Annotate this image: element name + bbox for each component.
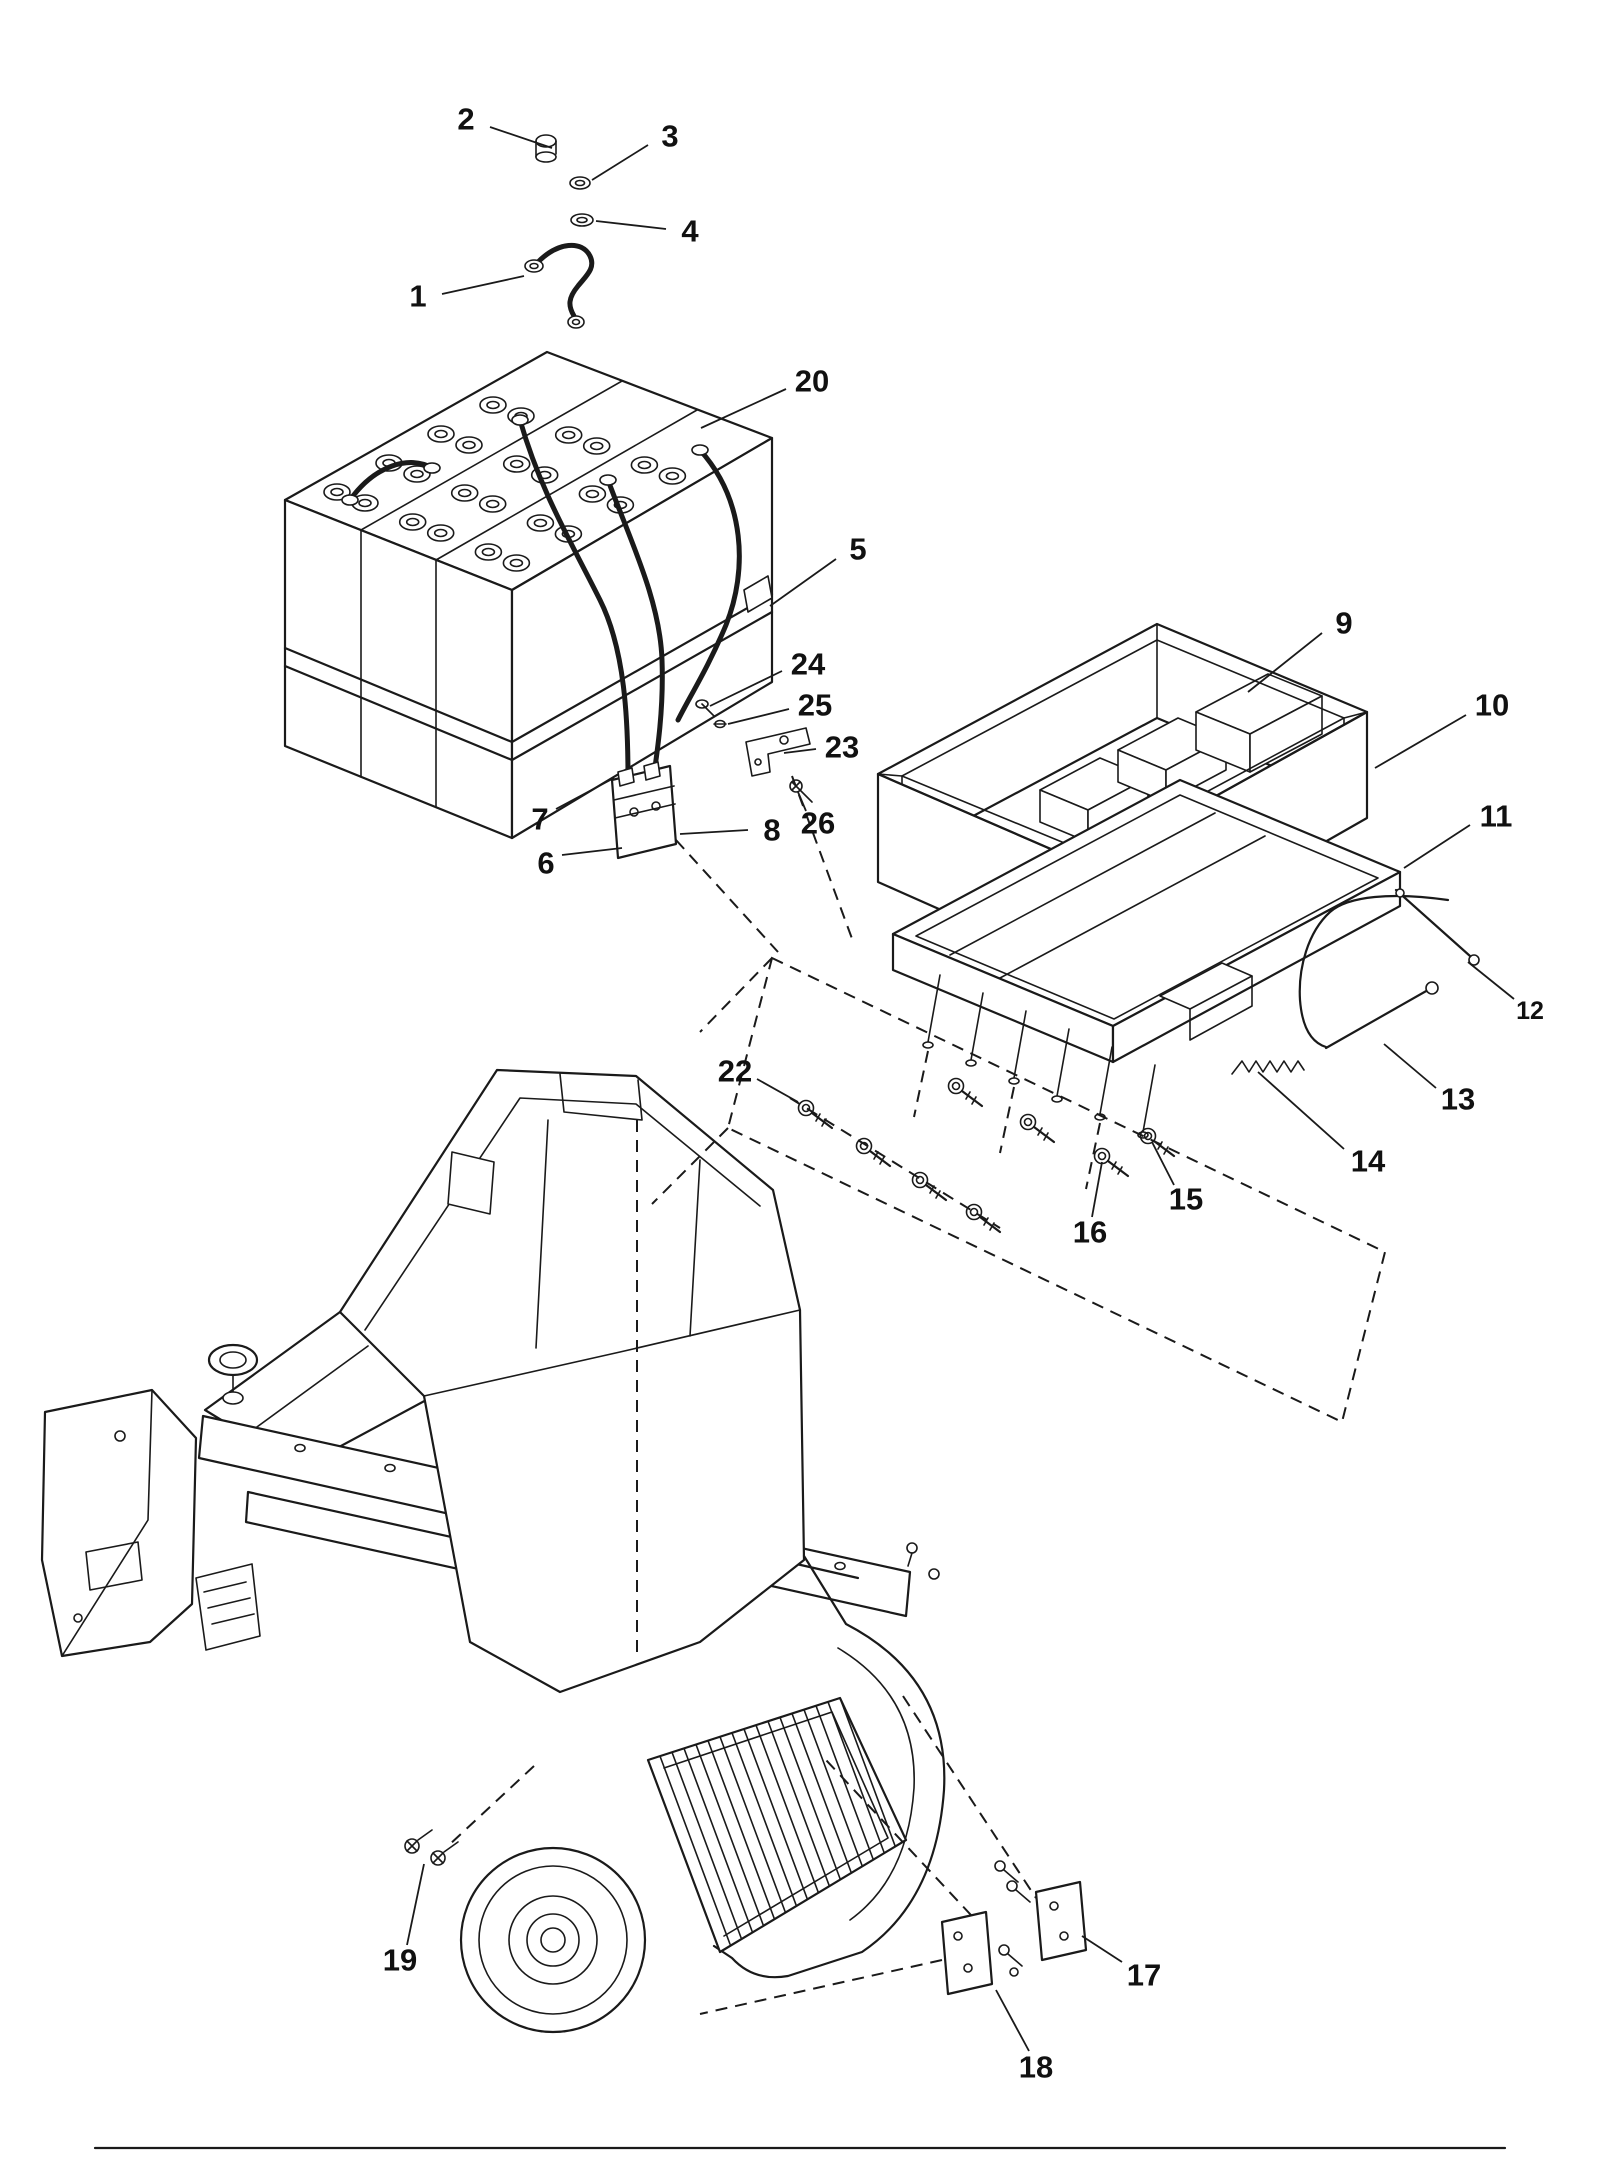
mounting-bolt — [911, 1171, 948, 1202]
mounting-bolt — [947, 1077, 984, 1108]
callout-5: 5 — [849, 532, 866, 567]
callout-leader-4 — [595, 220, 667, 230]
callout-20: 20 — [795, 364, 829, 399]
callout-9: 9 — [1335, 606, 1352, 641]
battery-connector — [610, 761, 678, 860]
mounting-bolt — [965, 1203, 1002, 1234]
callout-leader-24 — [709, 670, 783, 707]
callout-1: 1 — [409, 279, 426, 314]
connector-screws — [695, 699, 813, 803]
callout-19: 19 — [383, 1943, 417, 1978]
callout-7: 7 — [531, 802, 548, 837]
callout-leader-11 — [1403, 824, 1471, 869]
tray-handle — [1231, 888, 1480, 1075]
connector-alignment-dashes — [675, 775, 855, 953]
rear-tower — [338, 1068, 940, 1694]
callout-leader-13 — [1383, 1043, 1437, 1089]
tray-studs — [913, 974, 1156, 1190]
callout-13: 13 — [1441, 1082, 1475, 1117]
handle-rod — [1394, 888, 1480, 966]
mounting-bolt — [1019, 1113, 1056, 1144]
callout-leader-5 — [769, 558, 837, 607]
battery-pack — [283, 350, 774, 840]
mounting-bolts — [797, 1077, 1176, 1234]
battery-blocks — [1039, 673, 1323, 843]
left-frame-assembly — [40, 1388, 261, 1658]
caster-mount — [207, 1343, 259, 1405]
callout-leader-18 — [995, 1989, 1030, 2052]
bracket-17 — [994, 1860, 1088, 1962]
callout-4: 4 — [681, 214, 699, 249]
callout-leader-3 — [591, 144, 649, 181]
callout-leader-12 — [1467, 961, 1515, 1000]
mounting-bolt — [1139, 1127, 1176, 1158]
callout-8: 8 — [763, 813, 780, 848]
callout-23: 23 — [825, 730, 859, 765]
callout-leader-7 — [555, 777, 615, 810]
callout-16: 16 — [1073, 1215, 1107, 1250]
callout-leader-8 — [679, 829, 749, 835]
callout-leader-23 — [783, 748, 817, 754]
callout-leader-10 — [1374, 714, 1467, 769]
callout-22: 22 — [718, 1054, 752, 1089]
callout-24: 24 — [791, 647, 826, 682]
callout-leader-17 — [1081, 1935, 1123, 1963]
callout-leader-26 — [797, 791, 807, 812]
callout-leader-14 — [1257, 1071, 1345, 1150]
body-fender — [712, 1554, 946, 1979]
callout-leader-19 — [406, 1863, 425, 1946]
callout-leader-6 — [561, 847, 623, 856]
callout-12: 12 — [1516, 997, 1544, 1025]
callout-leader-22 — [756, 1078, 799, 1103]
mounting-brackets — [699, 1695, 1088, 2015]
mounting-bolt — [1093, 1147, 1130, 1178]
mounting-bolt — [797, 1099, 834, 1130]
mounting-bolt — [855, 1137, 892, 1168]
callout-17: 17 — [1127, 1958, 1161, 1993]
callout-15: 15 — [1169, 1182, 1203, 1217]
callout-26: 26 — [801, 806, 835, 841]
battery-assembly — [283, 134, 855, 953]
callout-14: 14 — [1351, 1144, 1386, 1179]
callout-6: 6 — [537, 846, 554, 881]
callout-leader-9 — [1247, 632, 1323, 693]
callout-3: 3 — [661, 119, 678, 154]
callout-18: 18 — [1019, 2050, 1053, 2085]
battery-cables — [341, 414, 742, 805]
terminal-hardware — [524, 134, 595, 329]
foot-platform — [646, 1696, 908, 1954]
callout-2: 2 — [457, 102, 474, 137]
callout-25: 25 — [798, 688, 832, 723]
callout-leader-20 — [700, 388, 787, 429]
chassis — [40, 1068, 946, 2034]
battery-tray — [891, 778, 1402, 1190]
connector-bracket — [745, 727, 811, 777]
callout-leader-2 — [489, 126, 553, 149]
callout-11: 11 — [1480, 799, 1513, 834]
chassis-screws-19 — [404, 1765, 535, 1866]
callout-leader-15 — [1151, 1141, 1175, 1186]
battery-caps — [323, 396, 687, 572]
handle-spring — [1231, 1060, 1305, 1075]
wheel — [459, 1846, 647, 2034]
callout-leader-25 — [727, 708, 790, 725]
battery-strap — [283, 575, 774, 762]
bracket-18 — [940, 1910, 1023, 1996]
callout-leader-16 — [1091, 1161, 1103, 1218]
callout-10: 10 — [1475, 688, 1509, 723]
callout-leader-1 — [441, 275, 525, 295]
